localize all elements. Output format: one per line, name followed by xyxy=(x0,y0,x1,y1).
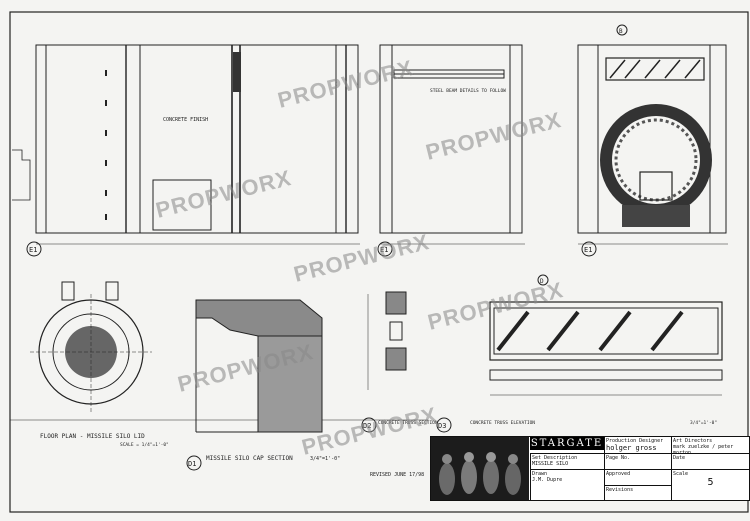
art-directors-label: Art Directors xyxy=(673,438,713,444)
set-description-label: Set Description xyxy=(532,455,578,461)
floor-plan-title: FLOOR PLAN - MISSILE SILO LID xyxy=(40,433,145,440)
view-label-d: D xyxy=(540,278,544,285)
statue-figures-image xyxy=(431,437,529,500)
art-directors-value: mark zuelzke / peter morton xyxy=(673,444,734,453)
revisions-cell: Revisions xyxy=(604,485,671,500)
drawn-value: J.M. Dupre xyxy=(532,477,563,483)
date-label: Date xyxy=(673,455,686,461)
view-label-d1: D1 xyxy=(188,460,196,468)
watermark-5: PROPWORX xyxy=(425,277,566,335)
production-designer-label: Production Designer xyxy=(606,438,664,444)
approved-label: Approved xyxy=(606,471,631,477)
stargate-logo: STARGATE xyxy=(530,437,604,450)
elevation-left: E1 CONCRETE FINISH xyxy=(12,44,360,257)
view-label-d2: D2 xyxy=(363,422,371,430)
watermark-2: PROPWORX xyxy=(423,107,564,165)
floor-plan-scale: SCALE = 1/4"=1'-0" xyxy=(120,442,169,448)
silo-cap-section: D1 MISSILE SILO CAP SECTION 3/4"=1'-0" xyxy=(186,299,340,471)
drawn-cell: Drawn J.M. Dupre xyxy=(530,469,604,500)
note-concrete: CONCRETE FINISH xyxy=(163,117,208,123)
approved-cell: Approved xyxy=(604,469,671,485)
production-designer-cell: Production Designer holger gross xyxy=(604,437,671,453)
art-directors-cell: Art Directors mark zuelzke / peter morto… xyxy=(671,437,749,453)
elevation-right-gate: E1 B xyxy=(577,24,728,257)
title-block-photo xyxy=(431,437,529,500)
truss-elev-scale: 3/4"=1'-0" xyxy=(690,420,717,426)
view-label-e1-mid: E1 xyxy=(380,246,388,254)
date-cell: Date xyxy=(671,453,749,469)
truss-elevation: D D3 CONCRETE TRUSS ELEVATION 3/4"=1'-0" xyxy=(436,274,723,433)
page-no-cell: Page No. xyxy=(604,453,671,469)
view-label-e1-right: E1 xyxy=(584,246,592,254)
scale-cell: Scale 5 xyxy=(671,469,749,500)
revised-note: REVISED JUNE 17/98 xyxy=(370,472,424,478)
silo-cap-scale: 3/4"=1'-0" xyxy=(310,456,340,462)
title-block: STARGATE Production Designer holger gros… xyxy=(430,436,750,501)
truss-section-title: CONCRETE TRUSS SECTION xyxy=(378,420,438,426)
truss-elev-title: CONCRETE TRUSS ELEVATION xyxy=(470,420,535,426)
truss-section: D2 CONCRETE TRUSS SECTION xyxy=(361,291,438,433)
revisions-label: Revisions xyxy=(606,487,634,493)
view-label-b: B xyxy=(619,28,623,35)
sheet-border xyxy=(9,11,749,513)
watermark-3: PROPWORX xyxy=(153,165,294,223)
page-no-label: Page No. xyxy=(606,455,631,461)
silo-cap-title: MISSILE SILO CAP SECTION xyxy=(206,455,293,462)
sheet-number: 5 xyxy=(707,477,714,488)
view-label-d3: D3 xyxy=(438,422,446,430)
production-designer-value: holger gross xyxy=(606,444,657,452)
set-description-cell: Set Description MISSILE SILO xyxy=(530,453,604,469)
watermark-4: PROPWORX xyxy=(291,229,432,287)
view-label-e1-left: E1 xyxy=(29,246,37,254)
elevation-middle: E1 STEEL BEAM DETAILS TO FOLLOW xyxy=(377,44,525,257)
note-steel-beam: STEEL BEAM DETAILS TO FOLLOW xyxy=(430,88,506,94)
scale-label: Scale xyxy=(673,471,689,477)
drawn-label: Drawn xyxy=(532,471,548,477)
set-description-value: MISSILE SILO xyxy=(532,461,569,467)
floor-plan-silo-lid: FLOOR PLAN - MISSILE SILO LID SCALE = 1/… xyxy=(30,281,169,448)
